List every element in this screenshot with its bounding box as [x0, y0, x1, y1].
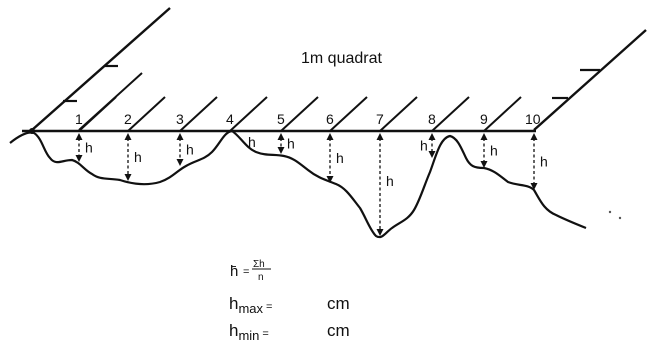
hmax-row: hmax= cm: [229, 294, 350, 316]
grid-diagonal-line: [78, 96, 117, 132]
height-label: h: [490, 143, 498, 159]
height-label: h: [134, 149, 142, 165]
arrow-head-up: [124, 133, 132, 140]
grid-diagonal-line: [127, 96, 166, 132]
arrow-head-up: [428, 133, 436, 140]
arrow-head-up: [326, 133, 334, 140]
arrow-head-down: [428, 151, 436, 158]
height-label: h: [248, 134, 256, 150]
point-number: 6: [326, 111, 334, 127]
speck-mark: [608, 210, 612, 214]
grid-diagonal-line: [379, 96, 418, 132]
point-number: 1: [75, 111, 83, 127]
arrow-head-down: [176, 159, 184, 166]
arrow-head-down: [480, 161, 488, 168]
arrow-head-down: [326, 176, 334, 183]
point-number: 4: [226, 111, 234, 127]
arrow-head-up: [176, 133, 184, 140]
point-number: 2: [124, 111, 132, 127]
arrow-head-down: [75, 155, 83, 162]
arrow-head-down: [530, 183, 538, 190]
ground-profile: [9, 129, 587, 239]
point-number: 5: [277, 111, 285, 127]
hmax-unit: cm: [327, 294, 350, 313]
point-number: 7: [376, 111, 384, 127]
hmax-equals: =: [266, 301, 273, 313]
arrow-head-up: [530, 133, 538, 140]
height-label: h: [420, 138, 428, 154]
hmin-unit: cm: [327, 321, 350, 340]
point-number: 3: [176, 111, 184, 127]
grid-diagonal-line: [431, 96, 470, 132]
grid-diagonal-line: [280, 96, 319, 132]
arrow-head-down: [376, 229, 384, 236]
grid-diagonals: [78, 96, 522, 132]
formula-equals: =: [243, 266, 249, 278]
formula-numerator: Σh: [253, 259, 265, 270]
diagram-title: 1m quadrat: [301, 50, 382, 67]
point-number: 10: [525, 111, 541, 127]
height-label: h: [186, 142, 194, 158]
arrow-head-up: [277, 133, 285, 140]
speck-mark: [618, 216, 622, 220]
arrow-head-up: [376, 133, 384, 140]
formula-hbar: h̄: [230, 263, 238, 280]
grid-diagonal-line: [179, 96, 218, 132]
left-board-line-outer: [31, 7, 171, 131]
height-label: h: [85, 140, 93, 156]
grid-diagonal-line: [483, 96, 522, 132]
grid-diagonal-line: [229, 96, 268, 132]
height-label: h: [336, 150, 344, 166]
right-board-line: [533, 29, 647, 131]
height-label: h: [287, 136, 295, 152]
arrow-head-down: [277, 147, 285, 154]
hmax-sub: max: [238, 301, 264, 316]
hmax-h: h: [229, 294, 239, 313]
point-number: 9: [480, 111, 488, 127]
arrow-head-up: [480, 133, 488, 140]
height-label: h: [386, 173, 394, 189]
hmin-sub: min: [238, 328, 260, 343]
height-label: h: [540, 154, 548, 170]
hmin-equals: =: [262, 328, 269, 340]
mean-formula: h̄ = Σh n: [230, 259, 271, 282]
arrow-head-up: [75, 133, 83, 140]
hmin-row: hmin= cm: [229, 321, 350, 343]
grid-diagonal-line: [329, 96, 368, 132]
hmin-h: h: [229, 321, 239, 340]
point-number: 8: [428, 111, 436, 127]
arrow-head-down: [124, 174, 132, 181]
formula-denominator: n: [258, 272, 264, 282]
